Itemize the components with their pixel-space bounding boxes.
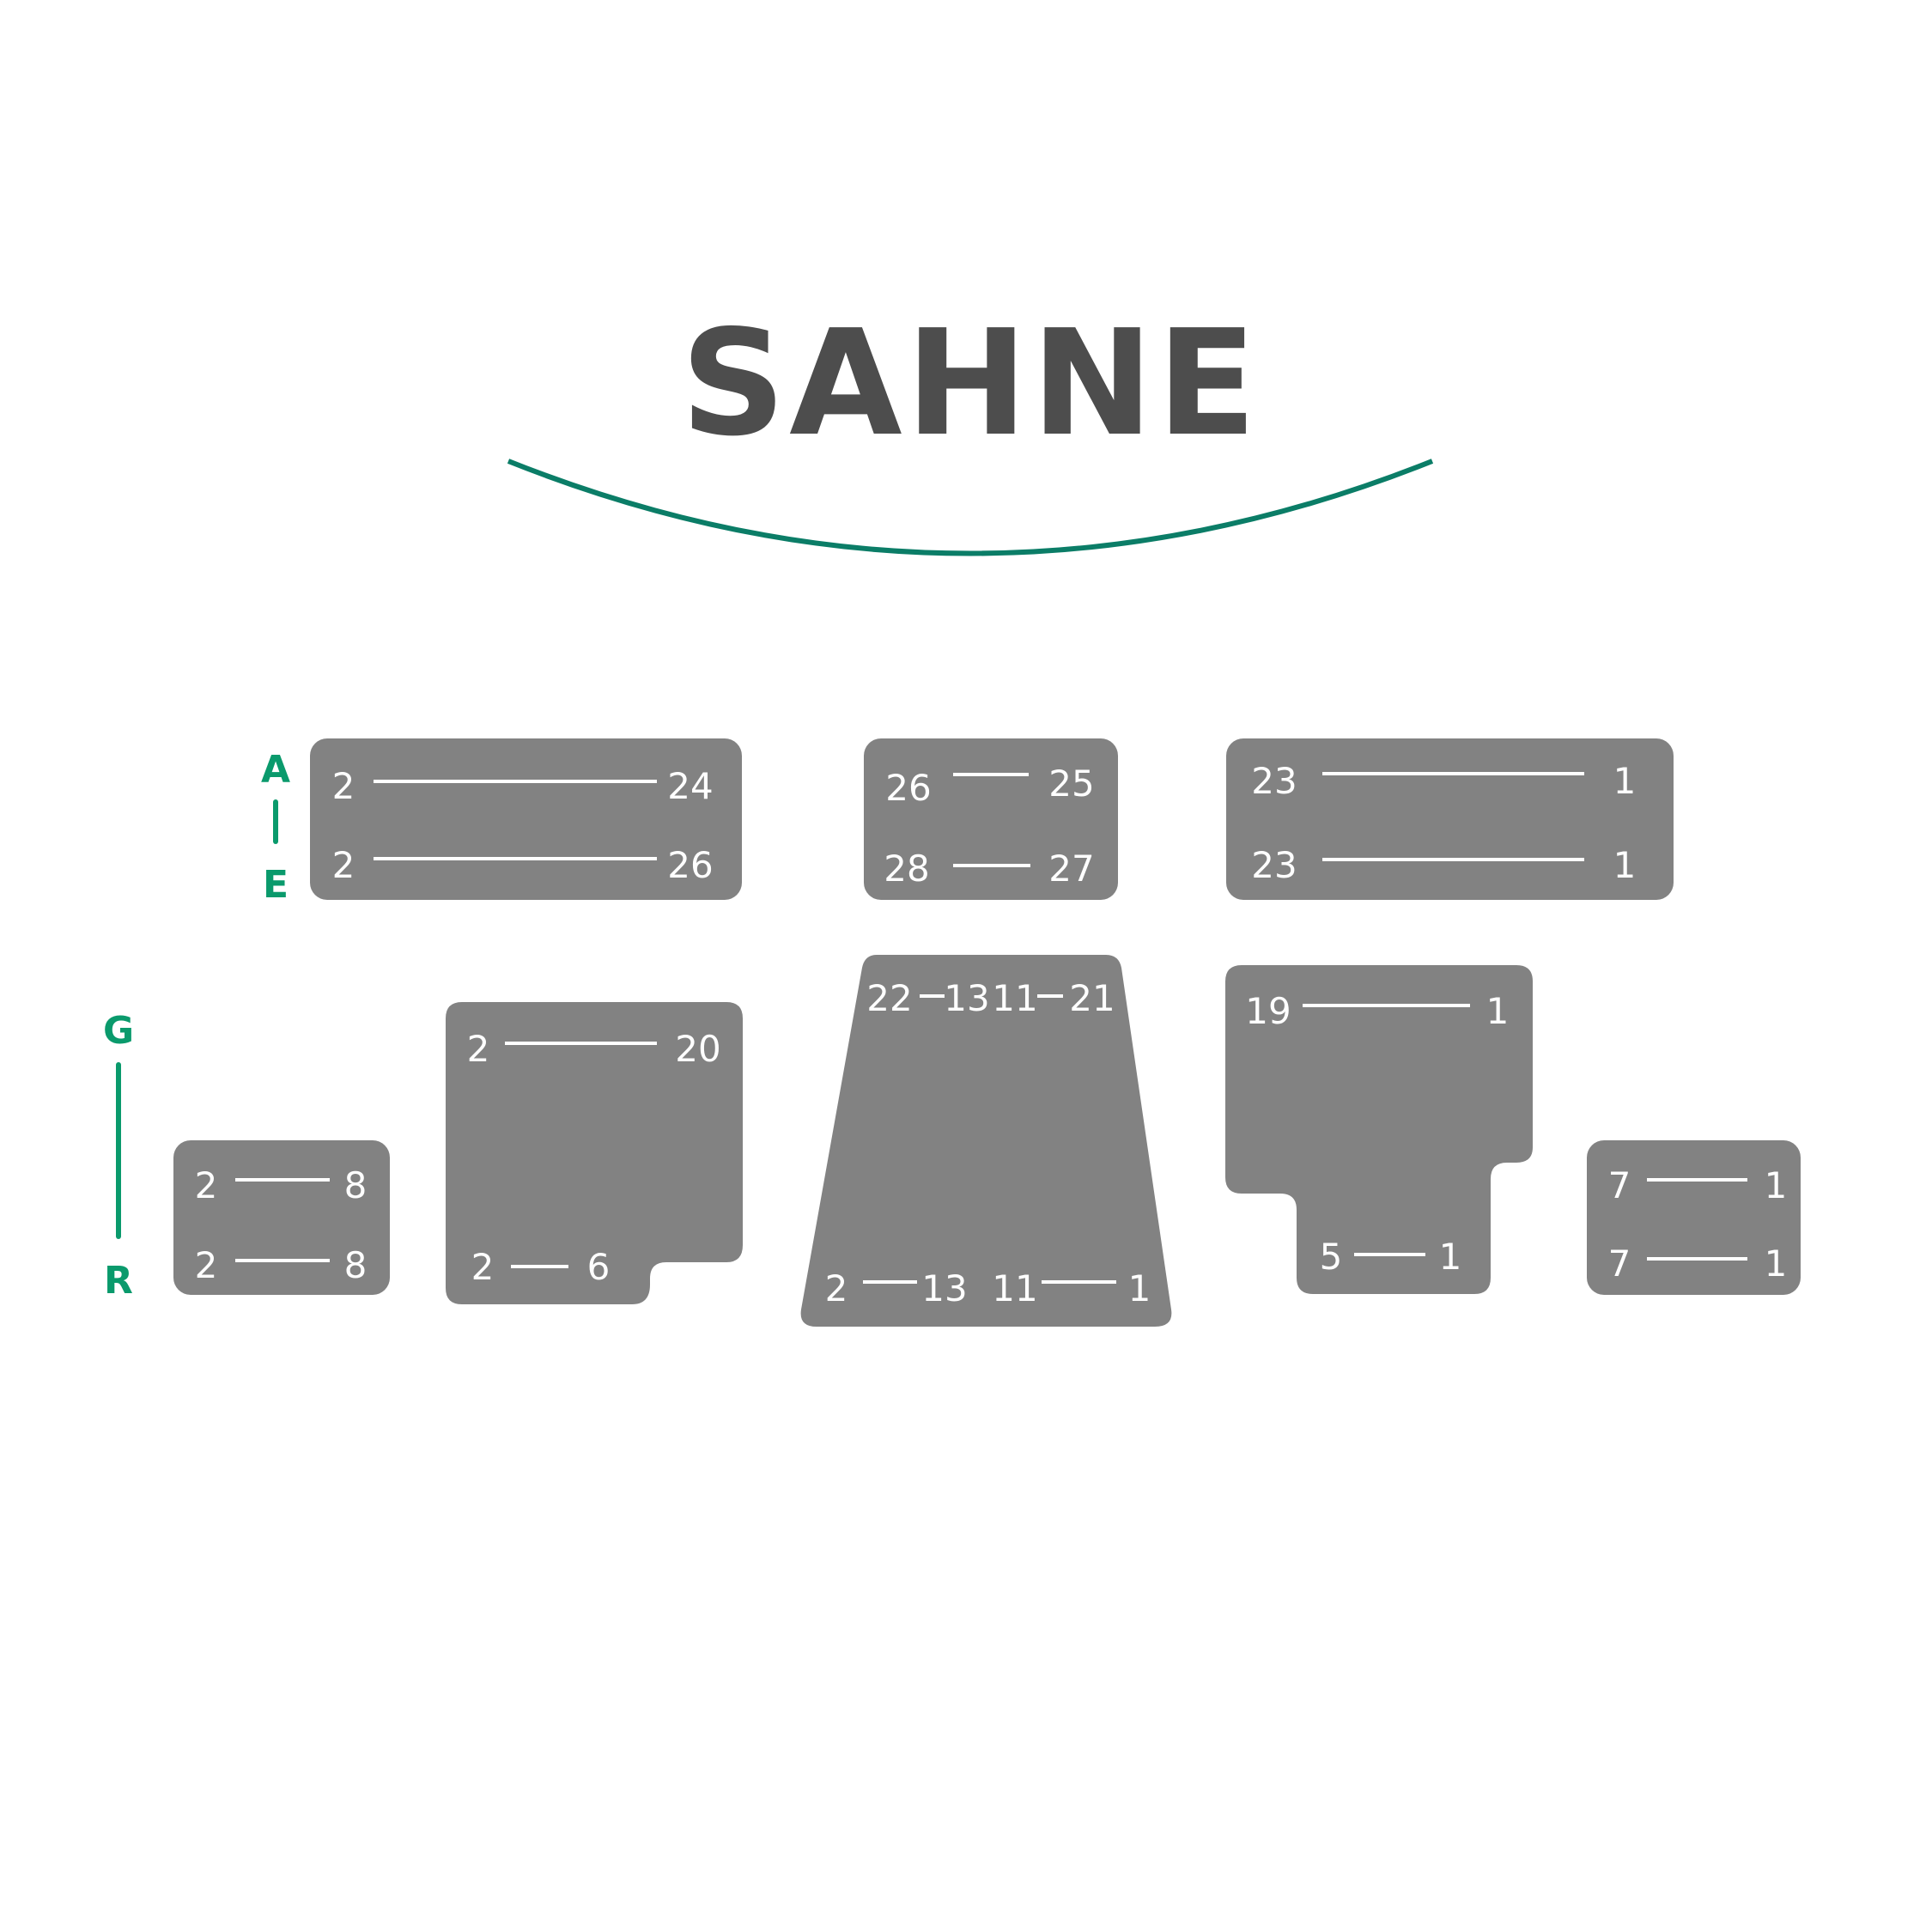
block-lower-right-shape[interactable] xyxy=(1225,965,1533,1294)
block-lower-left-shape[interactable] xyxy=(446,1002,743,1304)
seat-range-start: 7 xyxy=(1608,1242,1631,1285)
seat-range-end: 1 xyxy=(1486,990,1510,1032)
seat-range-start: 11 xyxy=(992,1267,1037,1309)
seat-range-end: 26 xyxy=(667,844,713,886)
seat-range-end: 1 xyxy=(1765,1164,1788,1206)
block-lower-center[interactable]: 22 13 11 21 2 13 11 1 xyxy=(800,955,1172,1327)
seat-range-start: 23 xyxy=(1251,844,1297,886)
seat-range-start: 2 xyxy=(195,1164,218,1206)
seat-range-end: 13 xyxy=(921,1267,967,1309)
seat-range-end: 1 xyxy=(1128,1267,1151,1309)
seat-range-end: 1 xyxy=(1439,1236,1462,1278)
seat-range-end: 25 xyxy=(1048,762,1094,805)
seat-range-start: 5 xyxy=(1320,1236,1343,1278)
block-upper-center-shape[interactable] xyxy=(864,738,1118,900)
tier-letter-upper-top: A xyxy=(261,748,290,792)
tier-label-lower: G R xyxy=(103,1009,134,1303)
block-lower-right[interactable]: 19 1 5 1 xyxy=(1225,965,1533,1294)
block-lower-far-right[interactable]: 7 1 7 1 xyxy=(1587,1140,1801,1295)
seat-range-end: 1 xyxy=(1613,844,1637,886)
seat-range-end: 6 xyxy=(587,1246,611,1288)
tier-label-upper: A E xyxy=(261,748,290,907)
seat-range-start: 19 xyxy=(1245,990,1291,1032)
seat-range-start: 28 xyxy=(884,848,929,890)
block-lower-center-shape[interactable] xyxy=(800,955,1172,1327)
seat-range-start: 11 xyxy=(992,977,1037,1019)
seat-range-start: 2 xyxy=(332,844,355,886)
seat-range-start: 2 xyxy=(195,1244,218,1286)
stage-arc xyxy=(507,459,1434,556)
block-lower-left[interactable]: 2 20 2 6 xyxy=(446,1002,743,1304)
seat-range-start: 2 xyxy=(471,1246,495,1288)
seat-range-start: 2 xyxy=(467,1028,490,1070)
stage-label: SAHNE xyxy=(681,299,1261,469)
seat-range-start: 2 xyxy=(332,765,355,807)
tier-letter-lower-bottom: R xyxy=(104,1259,133,1303)
seat-range-start: 22 xyxy=(866,977,912,1019)
seat-range-start: 7 xyxy=(1608,1164,1631,1206)
block-lower-far-left[interactable]: 2 8 2 8 xyxy=(173,1140,390,1295)
seat-range-end: 8 xyxy=(344,1244,368,1286)
seat-range-start: 23 xyxy=(1251,760,1297,802)
tier-letter-upper-bottom: E xyxy=(263,863,289,907)
tier-letter-lower-top: G xyxy=(103,1009,134,1053)
seat-range-end: 27 xyxy=(1048,848,1094,890)
seat-range-end: 1 xyxy=(1765,1242,1788,1285)
seat-range-start: 2 xyxy=(825,1267,848,1309)
block-lower-far-left-shape[interactable] xyxy=(173,1140,390,1295)
block-upper-right[interactable]: 23 1 23 1 xyxy=(1226,738,1674,900)
seat-range-end: 13 xyxy=(944,977,989,1019)
seat-range-end: 21 xyxy=(1069,977,1115,1019)
block-upper-center[interactable]: 26 25 28 27 xyxy=(864,738,1118,900)
seat-range-end: 8 xyxy=(344,1164,368,1206)
seat-range-start: 26 xyxy=(885,767,931,809)
seat-range-end: 1 xyxy=(1613,760,1637,802)
seat-range-end: 20 xyxy=(675,1028,720,1070)
seat-range-end: 24 xyxy=(667,765,713,807)
block-upper-left[interactable]: 2 24 2 26 xyxy=(310,738,742,900)
